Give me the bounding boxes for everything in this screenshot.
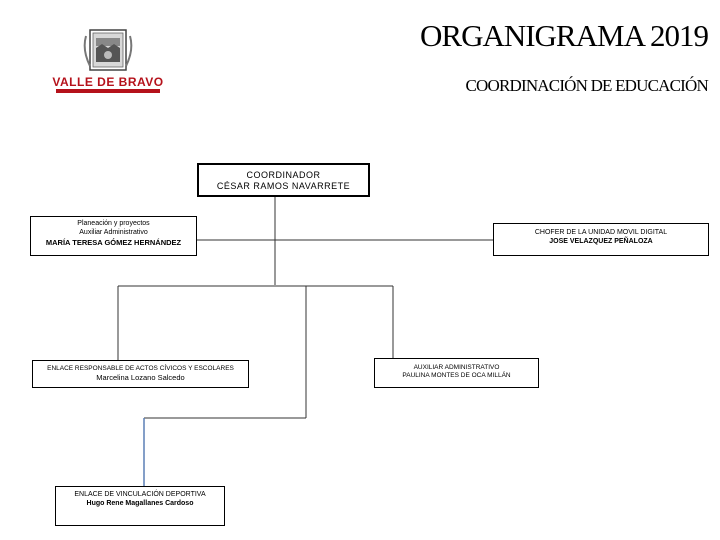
node-coordinador-role: COORDINADOR (246, 170, 321, 180)
logo-text: VALLE DE BRAVO (52, 75, 163, 89)
coat-of-arms-icon: VALLE DE BRAVO (52, 29, 163, 93)
node-enlace-deportiva-name: Hugo Rene Magallanes Cardoso (86, 499, 194, 507)
node-auxiliar: AUXILIAR ADMINISTRATIVO PAULINA MONTES D… (374, 358, 539, 388)
page-subtitle: COORDINACIÓN DE EDUCACIÓN (465, 76, 708, 95)
node-coordinador-name: CÉSAR RAMOS NAVARRETE (216, 181, 351, 192)
node-enlace-actos-name: Marcelina Lozano Salcedo (96, 373, 185, 383)
node-chofer: CHOFER DE LA UNIDAD MOVIL DIGITAL JOSE V… (493, 223, 709, 256)
node-auxiliar-role: AUXILIAR ADMINISTRATIVO (413, 364, 500, 371)
valle-de-bravo-logo: VALLE DE BRAVO (52, 28, 164, 98)
node-planeacion-name: MARÍA TERESA GÓMEZ HERNÁNDEZ (45, 237, 182, 247)
node-chofer-role: CHOFER DE LA UNIDAD MOVIL DIGITAL (534, 229, 668, 236)
node-planeacion-line1: Planeación y proyectos (77, 220, 150, 227)
node-enlace-deportiva-role: ENLACE DE VINCULACIÓN DEPORTIVA (74, 491, 206, 498)
page-title: ORGANIGRAMA 2019 (420, 18, 709, 53)
node-enlace-deportiva: ENLACE DE VINCULACIÓN DEPORTIVA Hugo Ren… (55, 486, 225, 526)
node-enlace-actos: ENLACE RESPONSABLE DE ACTOS CÍVICOS Y ES… (32, 360, 249, 388)
node-planeacion: Planeación y proyectos Auxiliar Administ… (30, 216, 197, 256)
node-coordinador: COORDINADOR CÉSAR RAMOS NAVARRETE (197, 163, 370, 197)
node-planeacion-line2: Auxiliar Administrativo (79, 228, 148, 236)
node-chofer-name: JOSE VELAZQUEZ PEÑALOZA (549, 237, 653, 245)
node-auxiliar-name: PAULINA MONTES DE OCA MILLÁN (402, 372, 511, 380)
node-enlace-actos-role: ENLACE RESPONSABLE DE ACTOS CÍVICOS Y ES… (47, 365, 234, 372)
